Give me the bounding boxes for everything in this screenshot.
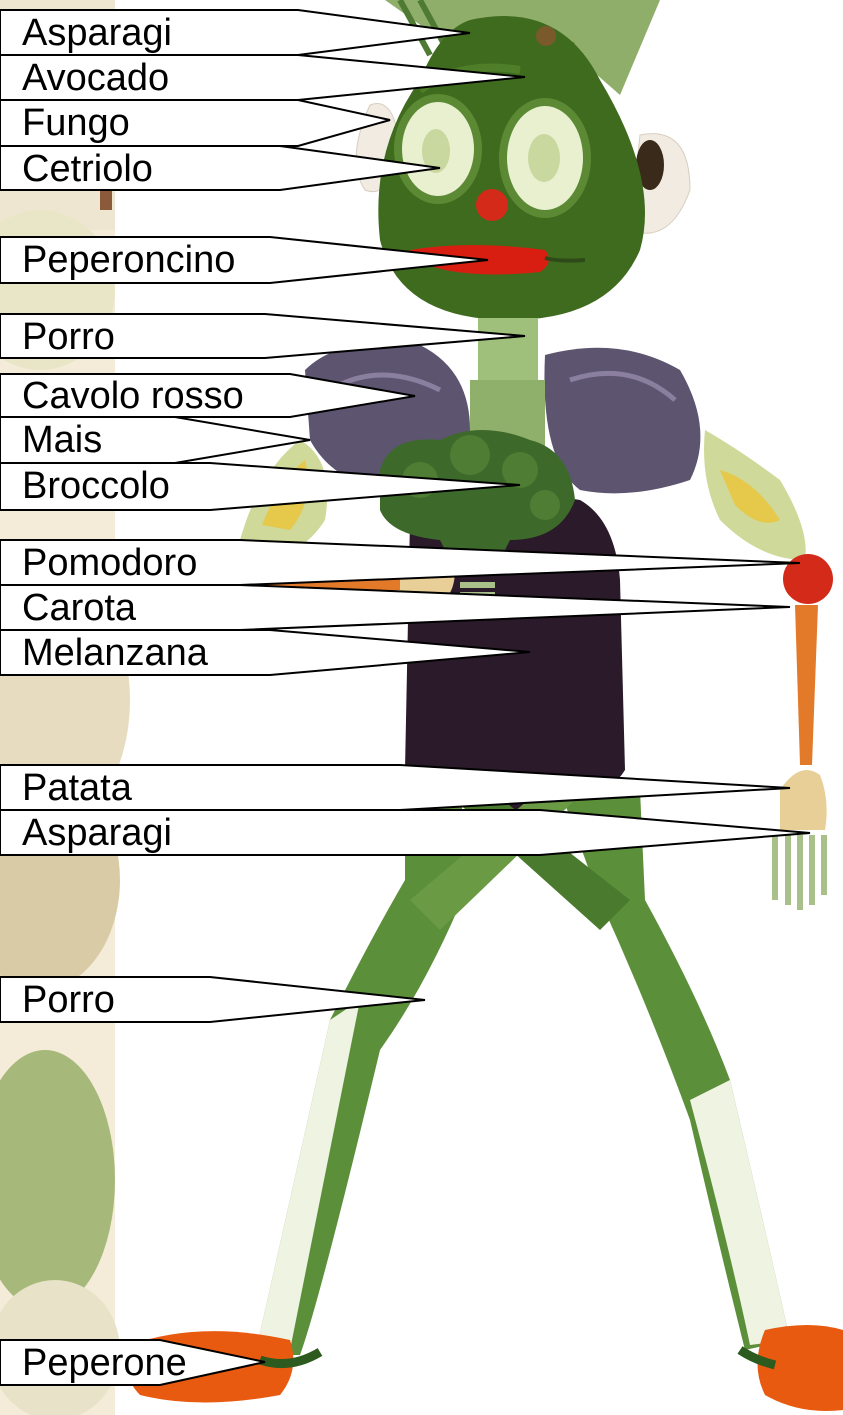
label-peperone: Peperone — [0, 1343, 187, 1383]
label-cetriolo: Cetriolo — [0, 149, 153, 189]
label-asparagi-hand: Asparagi — [0, 813, 172, 853]
label-patata: Patata — [0, 768, 132, 808]
label-cavolo-rosso: Cavolo rosso — [0, 376, 244, 416]
leek-legs — [255, 790, 790, 1355]
label-pomodoro: Pomodoro — [0, 543, 197, 583]
label-porro-neck: Porro — [0, 317, 115, 357]
label-asparagi-top: Asparagi — [0, 13, 172, 53]
leek-neck — [478, 318, 538, 388]
background-vegetable-strip — [0, 0, 130, 1415]
label-broccolo: Broccolo — [0, 466, 170, 506]
label-peperoncino: Peperoncino — [0, 240, 235, 280]
label-melanzana: Melanzana — [0, 633, 208, 673]
label-mais: Mais — [0, 420, 102, 460]
label-avocado: Avocado — [0, 58, 169, 98]
label-fungo: Fungo — [0, 103, 130, 143]
label-porro-legs: Porro — [0, 980, 115, 1020]
label-carota: Carota — [0, 588, 136, 628]
